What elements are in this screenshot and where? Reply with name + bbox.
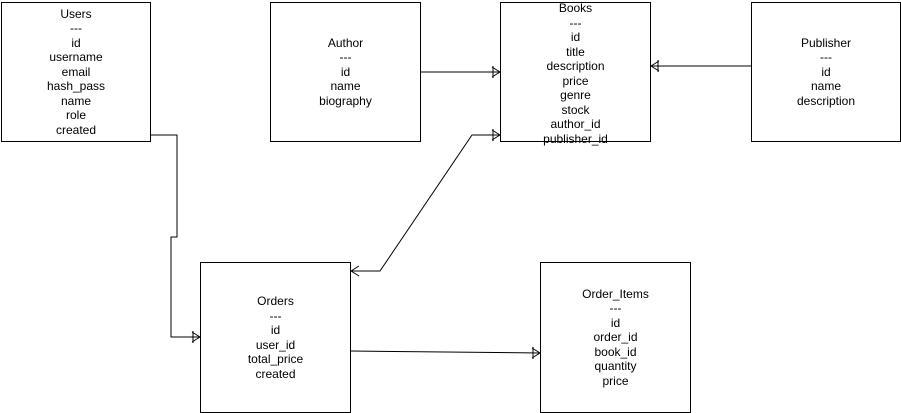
entity-separator: --- — [820, 50, 832, 65]
entity-field: stock — [561, 102, 590, 117]
entity-field: quantity — [594, 359, 637, 374]
entity-separator: --- — [269, 308, 282, 323]
entity-title: Order_Items — [582, 286, 649, 301]
entity-books[interactable]: Books --- id title description price gen… — [500, 1, 651, 146]
entity-title: Users — [60, 6, 92, 21]
entity-separator: --- — [339, 50, 352, 65]
entity-field: biography — [319, 93, 372, 108]
entity-author[interactable]: Author --- id name biography — [270, 2, 421, 142]
entity-field: name — [330, 79, 361, 94]
entity-users[interactable]: Users --- id username email hash_pass na… — [1, 2, 151, 142]
entity-field: publisher_id — [543, 131, 608, 146]
connector-orders-order-items[interactable] — [350, 350, 541, 354]
entity-field: title — [566, 44, 585, 59]
connector-orders-books[interactable] — [351, 134, 500, 272]
entity-field: total_price — [247, 352, 304, 366]
entity-separator: --- — [609, 301, 622, 316]
entity-field: id — [270, 323, 281, 337]
entity-order-items[interactable]: Order_Items --- id order_id book_id quan… — [540, 262, 691, 413]
entity-field: created — [55, 122, 97, 137]
entity-field: email — [61, 64, 91, 79]
entity-field: role — [65, 108, 86, 123]
entity-field: user_id — [255, 337, 296, 352]
entity-publisher[interactable]: Publisher --- id name description — [751, 2, 901, 142]
entity-field: id — [340, 64, 351, 79]
entity-title: Orders — [257, 294, 294, 308]
connector-users-orders[interactable] — [147, 134, 200, 338]
crowfoot-orders-books-many — [350, 265, 360, 272]
entity-title: Author — [327, 35, 364, 50]
entity-field: id — [821, 64, 831, 79]
entity-field: username — [49, 50, 103, 65]
entity-field: id — [71, 35, 81, 50]
entity-field: description — [796, 93, 856, 108]
entity-field: author_id — [550, 117, 601, 131]
entity-separator: --- — [569, 15, 582, 30]
entity-title: Publisher — [800, 35, 852, 50]
entity-field: price — [602, 373, 629, 388]
entity-field: id — [570, 30, 581, 44]
entity-field: hash_pass — [46, 79, 106, 94]
entity-field: price — [562, 73, 589, 88]
entity-orders[interactable]: Orders --- id user_id total_price create… — [200, 262, 351, 413]
entity-field: name — [60, 93, 92, 108]
entity-separator: --- — [70, 21, 82, 36]
entity-field: created — [255, 366, 296, 381]
entity-field: id — [610, 315, 621, 330]
entity-field: order_id — [593, 330, 638, 345]
entity-title: Books — [558, 1, 593, 15]
entity-field: book_id — [594, 344, 637, 359]
entity-field: description — [546, 59, 605, 73]
entity-field: name — [810, 79, 842, 94]
entity-field: genre — [560, 88, 591, 102]
